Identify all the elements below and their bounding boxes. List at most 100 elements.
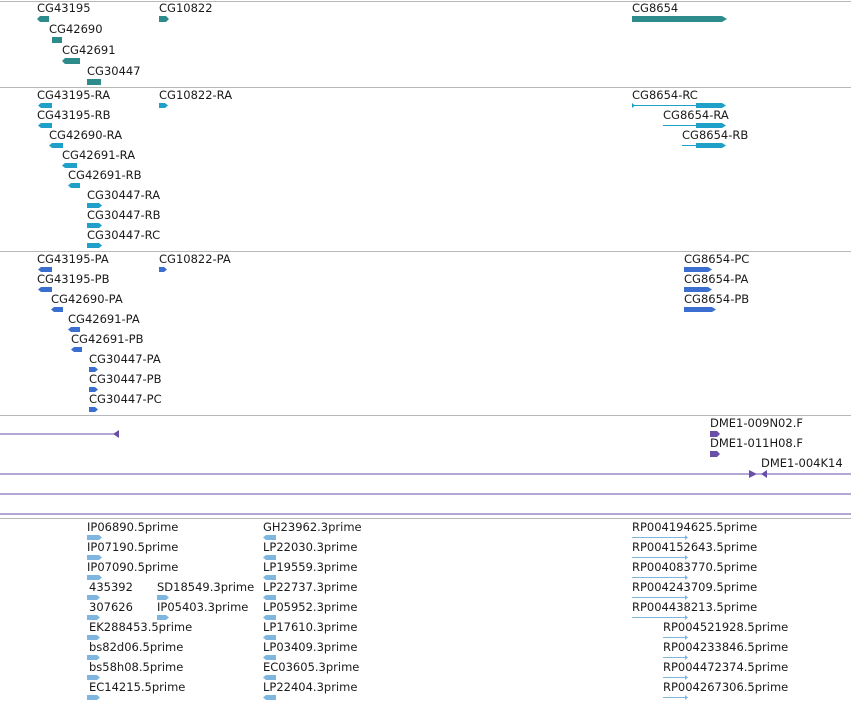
est-label[interactable]: SD18549.3prime: [157, 580, 255, 594]
est-label[interactable]: RP004194625.5prime: [632, 520, 758, 534]
transcript-glyph: [87, 203, 102, 208]
protein-glyph: [38, 267, 52, 272]
est-label[interactable]: LP22030.3prime: [263, 540, 358, 554]
gene-glyph: [37, 16, 49, 22]
est-glyph: [157, 595, 169, 600]
est-glyph: [263, 555, 276, 560]
transcript-glyph: [696, 123, 726, 128]
est-label[interactable]: EK288453.5prime: [89, 620, 193, 634]
est-label[interactable]: bs58h08.5prime: [89, 660, 184, 674]
transcript-label[interactable]: CG30447-RA: [87, 188, 161, 202]
protein-glyph: [38, 287, 52, 292]
est-label[interactable]: RP004152643.5prime: [632, 540, 758, 554]
protein-label[interactable]: CG30447-PB: [89, 372, 162, 386]
est-label[interactable]: EC03605.3prime: [263, 660, 360, 674]
est-label[interactable]: 435392: [89, 580, 133, 594]
transcript-glyph: [38, 123, 52, 128]
est-label[interactable]: RP004243709.5prime: [632, 580, 758, 594]
est-label[interactable]: RP004083770.5prime: [632, 560, 758, 574]
gene-track: CG43195 CG10822 CG42690 CG42691 CG30447 …: [0, 0, 851, 87]
gene-label[interactable]: CG42691: [62, 43, 116, 57]
transcript-label[interactable]: CG8654-RB: [682, 128, 749, 142]
gene-label[interactable]: CG30447: [87, 64, 141, 78]
protein-label[interactable]: CG43195-PB: [37, 272, 110, 286]
gene-label[interactable]: CG10822: [159, 1, 213, 15]
protein-label[interactable]: CG8654-PC: [684, 252, 750, 266]
est-label[interactable]: RP004438213.5prime: [632, 600, 758, 614]
protein-glyph: [68, 327, 80, 332]
protein-label[interactable]: CG43195-PA: [37, 252, 109, 266]
gene-label[interactable]: CG43195: [37, 1, 91, 15]
est-label[interactable]: RP004233846.5prime: [663, 640, 789, 654]
transcript-track: CG43195-RA CG10822-RA CG43195-RB CG42690…: [0, 0, 851, 251]
clone-label[interactable]: DME1-004K14: [761, 456, 843, 470]
est-glyph: [263, 535, 276, 540]
est-label[interactable]: IP05403.3prime: [157, 600, 249, 614]
est-glyph: [263, 695, 276, 700]
est-glyph: [263, 675, 276, 680]
est-glyph: [263, 595, 276, 600]
est-glyph: [263, 575, 276, 580]
est-glyph: [87, 575, 102, 580]
transcript-label[interactable]: CG30447-RB: [87, 208, 161, 222]
transcript-label[interactable]: CG30447-RC: [87, 228, 161, 242]
est-glyph: [87, 555, 102, 560]
est-label[interactable]: LP03409.3prime: [263, 640, 358, 654]
protein-glyph: [89, 407, 98, 412]
est-label[interactable]: RP004267306.5prime: [663, 680, 789, 694]
clone-line: [0, 493, 851, 495]
protein-label[interactable]: CG30447-PA: [89, 352, 161, 366]
transcript-label[interactable]: CG8654-RC: [632, 88, 698, 102]
protein-label[interactable]: CG8654-PA: [684, 272, 749, 286]
est-glyph: [87, 635, 100, 640]
gene-glyph: [62, 58, 80, 64]
est-label[interactable]: LP17610.3prime: [263, 620, 358, 634]
est-label[interactable]: LP22737.3prime: [263, 580, 358, 594]
transcript-label[interactable]: CG42691-RA: [62, 148, 136, 162]
clone-end: [113, 430, 119, 438]
protein-label[interactable]: CG30447-PC: [89, 392, 162, 406]
track-separator: [0, 415, 851, 416]
transcript-label[interactable]: CG10822-RA: [159, 88, 233, 102]
clone-track: DME1-009N02.F DME1-011H08.F DME1-004K14: [710, 416, 843, 470]
protein-label[interactable]: CG42691-PB: [71, 332, 144, 346]
protein-label[interactable]: CG42690-PA: [51, 292, 123, 306]
est-label[interactable]: LP05952.3prime: [263, 600, 358, 614]
est-label[interactable]: IP07090.5prime: [87, 560, 179, 574]
track-separator: [0, 518, 851, 519]
est-label[interactable]: LP19559.3prime: [263, 560, 358, 574]
est-label[interactable]: LP22404.3prime: [263, 680, 358, 694]
gene-label[interactable]: CG42690: [49, 22, 103, 36]
protein-track: CG43195-PA CG10822-PA CG43195-PB CG42690…: [37, 252, 750, 406]
transcript-glyph: [49, 143, 63, 148]
protein-label[interactable]: CG8654-PB: [684, 292, 750, 306]
protein-label[interactable]: CG10822-PA: [159, 252, 231, 266]
transcript-intron: [632, 105, 696, 106]
gene-glyph: [87, 79, 101, 85]
est-label[interactable]: EC14215.5prime: [89, 680, 186, 694]
est-glyph: [87, 615, 100, 620]
est-label[interactable]: RP004521928.5prime: [663, 620, 789, 634]
track-separator: [0, 1, 851, 2]
est-label[interactable]: bs82d06.5prime: [89, 640, 184, 654]
protein-label[interactable]: CG42691-PA: [68, 312, 140, 326]
est-label[interactable]: IP06890.5prime: [87, 520, 179, 534]
transcript-label[interactable]: CG42691-RB: [68, 168, 142, 182]
transcript-glyph: [87, 223, 102, 228]
gene-label[interactable]: CG8654: [632, 1, 679, 15]
est-label[interactable]: 307626: [89, 600, 133, 614]
transcript-glyph: [38, 103, 52, 108]
clone-label[interactable]: DME1-009N02.F: [710, 416, 803, 430]
est-label[interactable]: RP004472374.5prime: [663, 660, 789, 674]
transcript-label[interactable]: CG42690-RA: [49, 128, 123, 142]
clone-label[interactable]: DME1-011H08.F: [710, 436, 804, 450]
est-label[interactable]: IP07190.5prime: [87, 540, 179, 554]
est-label[interactable]: GH23962.3prime: [263, 520, 362, 534]
transcript-glyph: [159, 103, 168, 108]
transcript-label[interactable]: CG8654-RA: [663, 108, 729, 122]
transcript-glyph: [632, 103, 635, 108]
transcript-label[interactable]: CG43195-RA: [37, 88, 111, 102]
transcript-label[interactable]: CG43195-RB: [37, 108, 111, 122]
est-glyph: [87, 695, 100, 700]
